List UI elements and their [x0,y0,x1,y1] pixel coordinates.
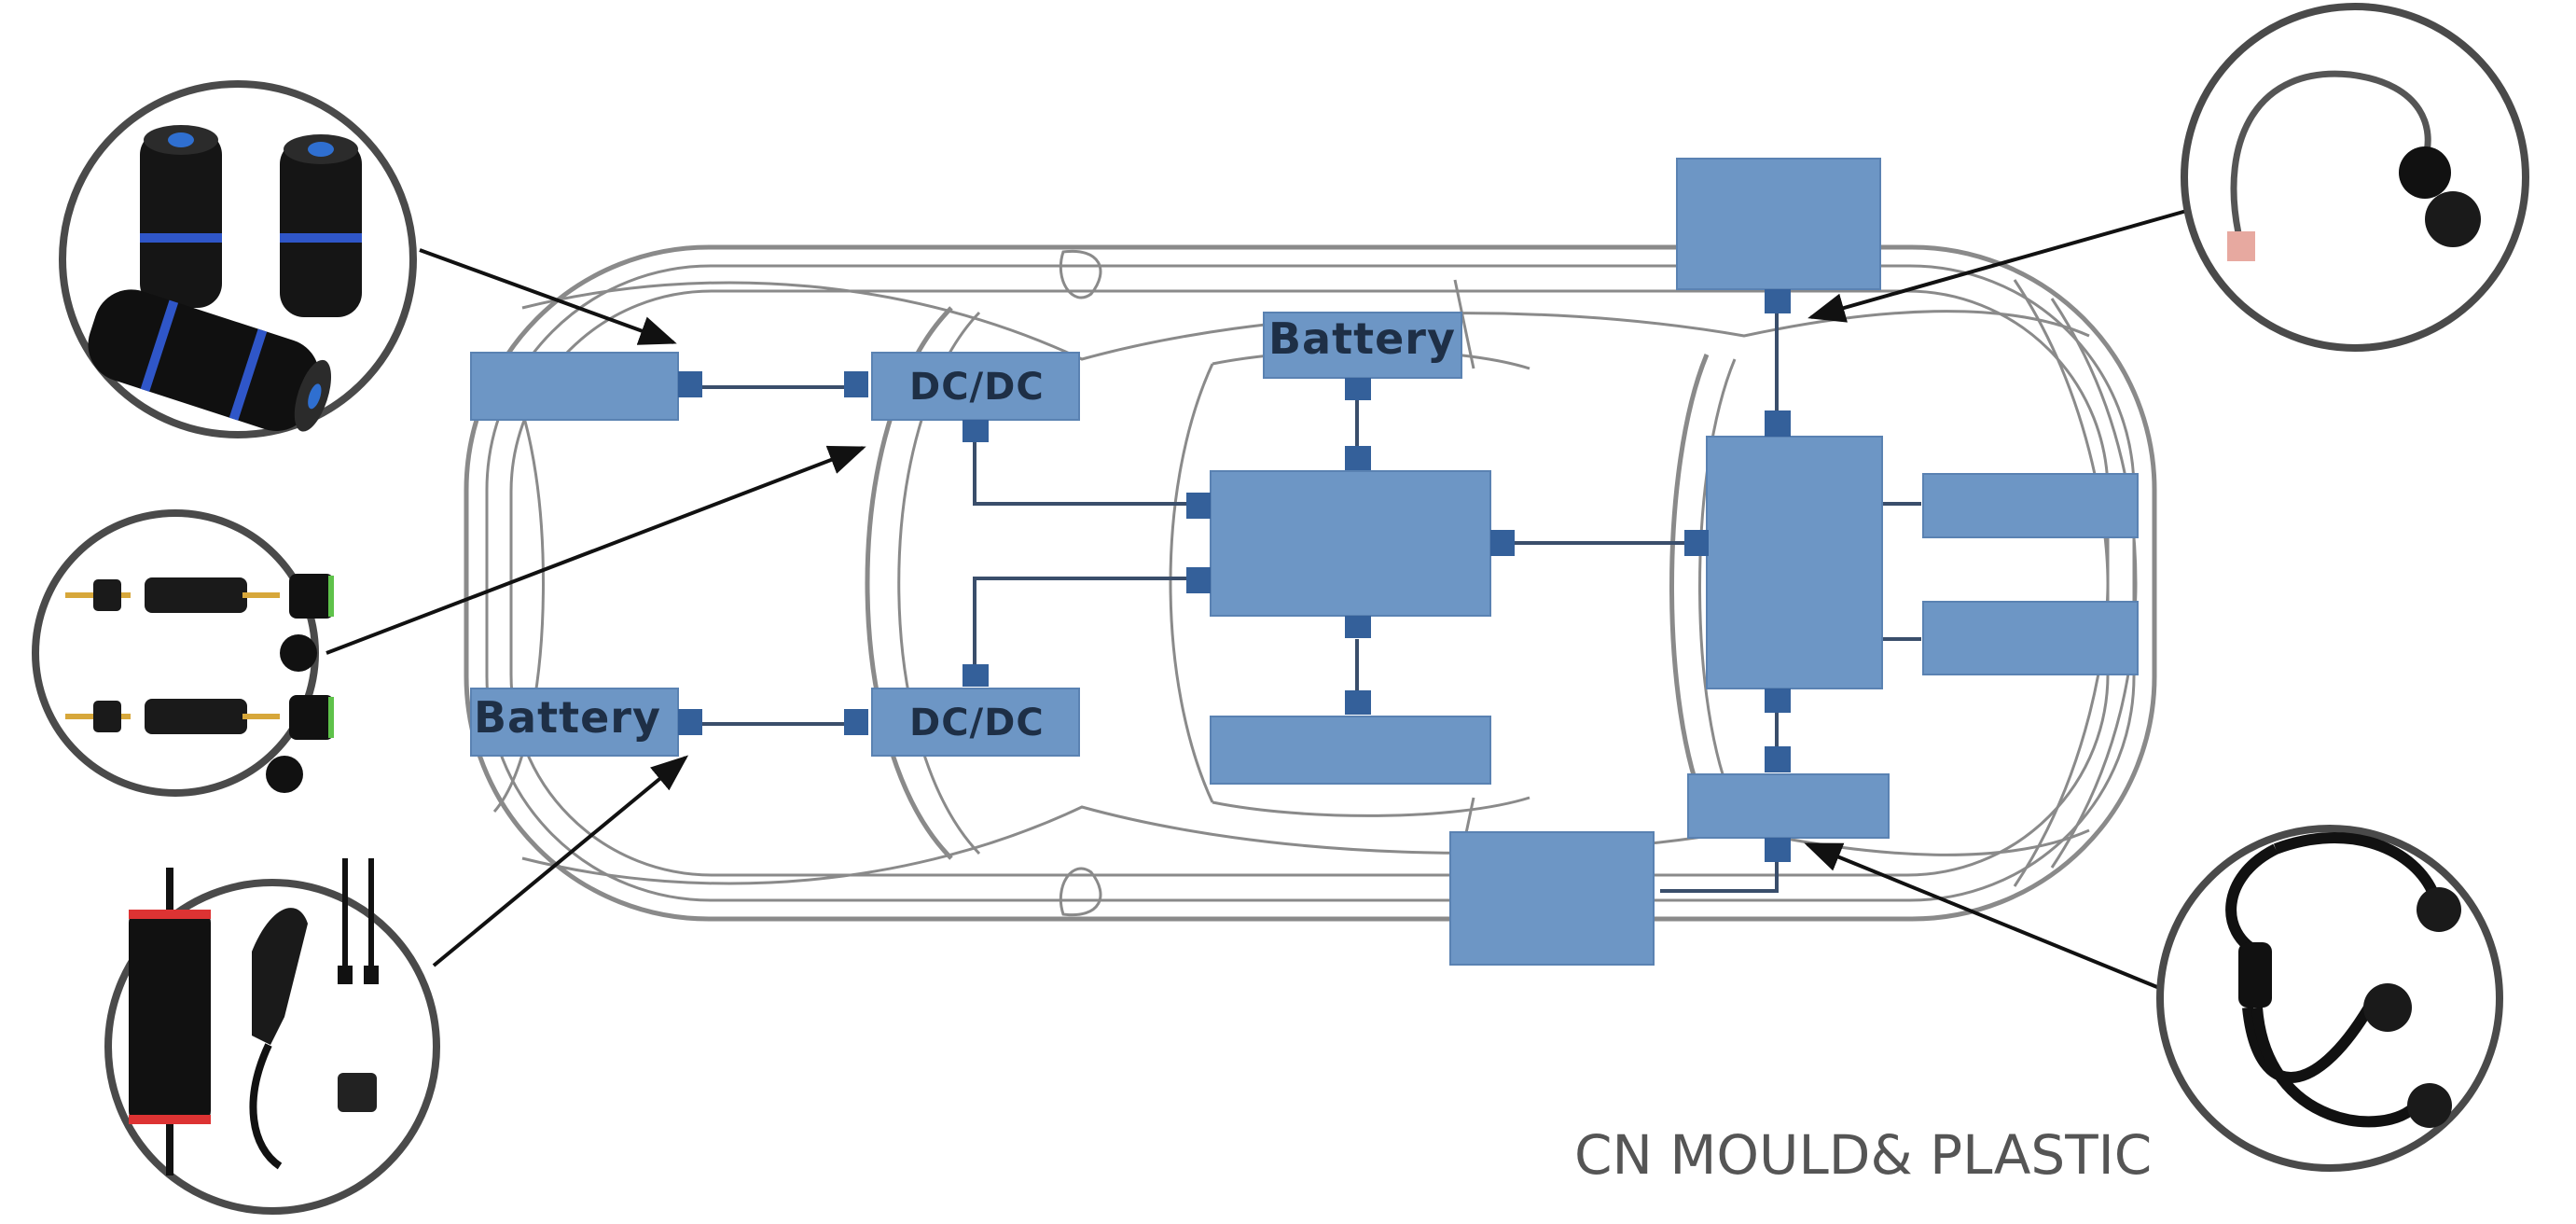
component-box-dcdc-bottom [871,688,1080,757]
component-box-far-right-top [1922,473,2139,538]
component-box-right-main [1706,436,1883,689]
battery-top-label: Battery [1268,313,1456,364]
component-box-bottom [1449,831,1655,966]
component-box-right-lower [1687,773,1890,839]
component-box-top-right [1676,158,1881,290]
dcdc-top-label: DC/DC [909,366,1045,409]
component-boxes [470,158,2139,966]
component-box-battery-left [470,688,679,757]
wiring [690,308,1921,893]
portable-ev-charger-icon [104,858,440,1215]
panel-mount-connector-pair-icon [32,509,334,797]
component-box-battery-top [1263,312,1462,379]
arrow-connector-to-dcdc [325,445,866,655]
battery-left-label: Battery [474,692,661,743]
waterproof-junction-connector-icon [59,80,417,438]
y-splitter-cable-icon [2156,825,2503,1172]
component-box-far-right-bottom [1922,601,2139,675]
component-box-left-top [470,352,679,421]
connector-nodes [678,289,1791,862]
callout-arrows [325,208,2191,995]
component-box-center [1210,470,1491,617]
component-box-center-lower [1210,716,1491,785]
arrow-rj45-to-top-right [1807,208,2191,323]
arrow-charger-to-battery [432,755,689,967]
rj45-panel-cable-icon [2181,3,2529,352]
dcdc-bottom-label: DC/DC [909,702,1045,744]
arrow-junction-to-left-box [419,248,677,345]
watermark-text: CN MOULD& PLASTIC [1574,1123,2153,1187]
arrow-splitter-to-right-lower [1804,842,2174,995]
component-box-dcdc-top [871,352,1080,421]
